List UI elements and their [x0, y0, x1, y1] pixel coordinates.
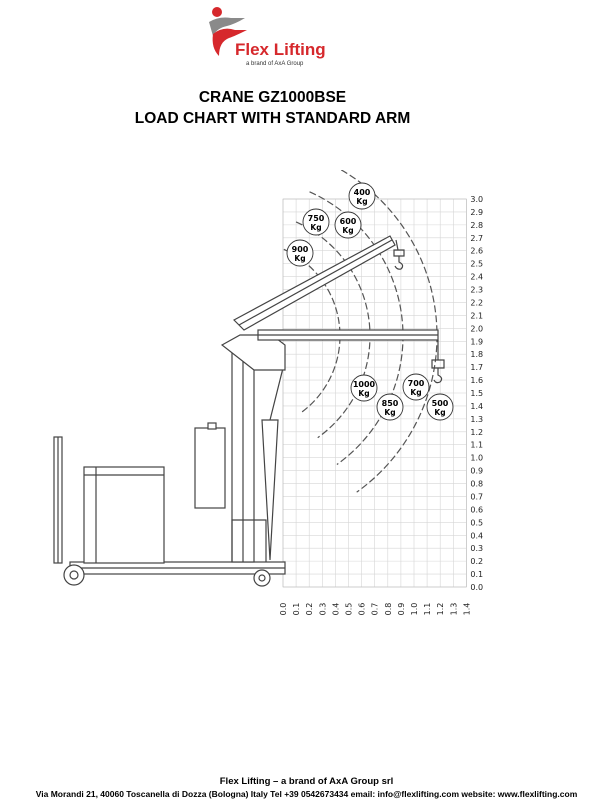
y-axis-tick-labels: 3.0 2.9 2.8 2.7 2.6 2.5 2.4 2.3 2.2 2.1 2.0 1.9 1.8 1… [470, 195, 483, 592]
load-unit: Kg [310, 223, 321, 232]
x-tick-label: 0.0 [279, 603, 288, 616]
x-tick-label: 0.4 [331, 603, 340, 616]
load-label-circle [348, 182, 376, 210]
load-label-circle [402, 373, 430, 401]
y-tick-label: 1.5 [470, 389, 483, 398]
x-tick-label: 1.4 [462, 603, 471, 616]
load-label-circle [376, 393, 404, 421]
y-tick-label: 0.4 [470, 531, 483, 540]
footer-address: Via Morandi 21, 40060 Toscanella di Dozz… [35, 789, 378, 799]
load-chart-drawing: 3.0 2.9 2.8 2.7 2.6 2.5 2.4 2.3 2.2 2.1 2.0 1.9 1.8 1… [53, 170, 483, 616]
y-tick-label: 1.3 [470, 415, 483, 424]
load-label-circle [334, 211, 362, 239]
page-title: CRANE GZ1000BSE [198, 89, 347, 106]
y-tick-label: 1.7 [470, 363, 483, 372]
load-value: 400 [354, 188, 371, 197]
y-tick-label: 0.8 [470, 480, 483, 489]
y-tick-label: 0.6 [470, 505, 483, 514]
footer-email-link[interactable]: info@flexlifting.com [377, 789, 460, 799]
x-tick-label: 1.1 [423, 603, 432, 616]
x-tick-label: 1.0 [410, 603, 419, 616]
y-tick-label: 1.1 [470, 441, 483, 450]
load-value: 700 [408, 379, 425, 388]
load-unit: Kg [356, 197, 367, 206]
footer-contact: Via Morandi 21, 40060 Toscanella di Dozz… [0, 789, 613, 799]
load-radius-arc [295, 221, 371, 439]
y-tick-label: 2.8 [470, 221, 483, 230]
x-tick-label: 0.9 [397, 603, 406, 616]
x-tick-label: 0.7 [371, 603, 380, 616]
x-tick-label: 0.5 [345, 603, 354, 616]
y-tick-label: 2.1 [470, 311, 483, 320]
y-tick-label: 2.4 [470, 273, 483, 282]
footer-company: Flex Lifting – a brand of AxA Group srl [219, 776, 394, 787]
x-tick-label: 0.3 [318, 603, 327, 616]
footer-website: website: www.flexlifting.com [459, 789, 578, 799]
load-value: 600 [340, 217, 357, 226]
y-tick-label: 0.7 [470, 492, 483, 501]
load-value: 500 [432, 399, 449, 408]
crane-illustration [53, 235, 445, 587]
y-tick-label: 0.1 [470, 570, 483, 579]
load-radius-arcs [283, 170, 438, 493]
load-unit: Kg [384, 408, 395, 417]
y-tick-label: 0.2 [470, 557, 483, 566]
x-tick-label: 0.1 [292, 603, 301, 616]
load-unit: Kg [410, 388, 421, 397]
y-tick-label: 2.0 [470, 324, 483, 333]
y-tick-label: 3.0 [470, 195, 483, 204]
load-label-circle [426, 393, 454, 421]
load-radius-arc [283, 248, 341, 414]
flex-lifting-logo [209, 7, 247, 56]
y-tick-label: 0.5 [470, 518, 483, 527]
y-tick-label: 2.6 [470, 247, 483, 256]
y-tick-label: 2.2 [470, 298, 483, 307]
x-tick-label: 1.3 [449, 603, 458, 616]
x-tick-label: 0.8 [384, 603, 393, 616]
x-tick-label: 0.2 [305, 603, 314, 616]
y-tick-label: 2.7 [470, 234, 483, 243]
load-unit: Kg [434, 408, 445, 417]
y-tick-label: 0.3 [470, 544, 483, 553]
y-tick-label: 2.3 [470, 286, 483, 295]
brand-tagline: a brand of AxA Group [246, 61, 304, 67]
page-subtitle: LOAD CHART WITH STANDARD ARM [134, 110, 411, 127]
y-tick-label: 2.5 [470, 260, 483, 269]
load-radius-arc [340, 170, 438, 493]
y-tick-label: 1.8 [470, 350, 483, 359]
y-tick-label: 1.6 [470, 376, 483, 385]
load-unit: Kg [342, 226, 353, 235]
x-axis-tick-labels: 0.0 0.1 0.2 0.3 0.4 0.5 0.6 0.7 0.8 0.9 1.0 1.1 1.2 1… [279, 603, 471, 616]
load-value: 1000 [353, 380, 376, 389]
y-tick-label: 1.9 [470, 337, 483, 346]
load-unit: Kg [294, 254, 305, 263]
load-value: 750 [308, 214, 325, 223]
load-label-circle [286, 239, 314, 267]
y-tick-label: 1.4 [470, 402, 483, 411]
load-unit: Kg [358, 389, 369, 398]
y-tick-label: 0.0 [470, 583, 483, 592]
load-label-circle [350, 374, 378, 402]
x-tick-label: 0.6 [358, 603, 367, 616]
load-value: 850 [382, 399, 399, 408]
x-tick-label: 1.2 [436, 603, 445, 616]
load-label-circle [302, 208, 330, 236]
y-tick-label: 2.9 [470, 208, 483, 217]
y-tick-label: 1.0 [470, 454, 483, 463]
brand-name: Flex Lifting [235, 40, 326, 59]
y-tick-label: 1.2 [470, 428, 483, 437]
load-radius-arc [309, 191, 404, 466]
y-tick-label: 0.9 [470, 467, 483, 476]
load-value: 900 [292, 245, 309, 254]
